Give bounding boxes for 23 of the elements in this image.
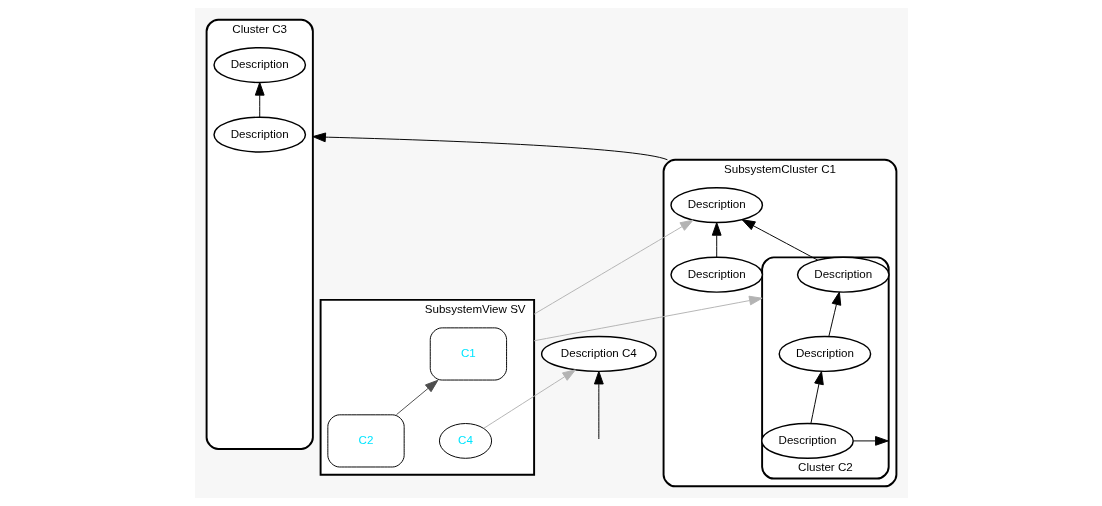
node-ellipse: Description bbox=[669, 187, 763, 224]
node-ellipse: Description bbox=[778, 335, 871, 373]
arrow bbox=[593, 370, 604, 440]
arrow bbox=[311, 132, 668, 161]
node-box: C1 bbox=[429, 327, 507, 381]
node-ellipse: Description bbox=[212, 46, 306, 84]
node-ellipse: Description bbox=[796, 256, 890, 293]
node-ellipse: Description C4 bbox=[540, 335, 657, 373]
arrow bbox=[254, 82, 265, 118]
arrow bbox=[482, 369, 576, 429]
arrow bbox=[827, 291, 841, 338]
node-box: C2 bbox=[326, 414, 405, 468]
arrow bbox=[533, 295, 763, 342]
node-ellipse: Description bbox=[669, 256, 763, 293]
node-ellipse: Description bbox=[760, 422, 854, 460]
arrow bbox=[741, 219, 818, 261]
node-ellipse: Description bbox=[212, 116, 306, 153]
arrow bbox=[395, 379, 438, 416]
arrow bbox=[809, 371, 824, 425]
arrow bbox=[711, 222, 722, 258]
arrow bbox=[533, 219, 693, 315]
node-ellipse: C4 bbox=[438, 423, 492, 459]
arrow bbox=[852, 436, 889, 446]
